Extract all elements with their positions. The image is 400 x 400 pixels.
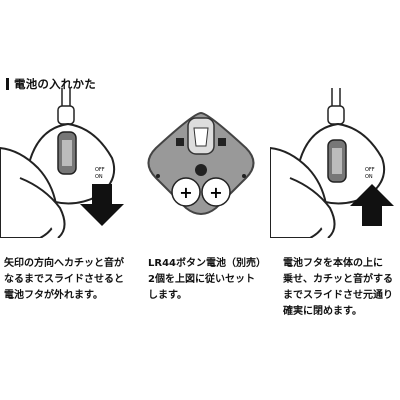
remove-lid-drawing: OFF ON [0, 88, 124, 238]
step-3-description: 電池フタを本体の上に 乗せ、カチッと音がする までスライドさせ元通り 確実に閉め… [283, 258, 393, 317]
hand-drawing-2 [270, 146, 328, 238]
up-arrow-icon [350, 184, 394, 226]
off-label-2: OFF [365, 167, 375, 173]
battery-insert-drawing: + + [147, 111, 255, 215]
battery-plus-left: + [179, 183, 192, 202]
strap-loop [57, 105, 75, 125]
off-label: OFF [95, 167, 105, 173]
battery-left [171, 177, 201, 207]
battery-right [201, 177, 231, 207]
down-arrow-icon [80, 184, 124, 226]
illustration-battery-insert: + + [136, 88, 266, 238]
heading-bar [6, 78, 9, 90]
illustration-remove-lid: OFF ON [0, 88, 130, 238]
illustration-close-lid: OFF ON [270, 88, 400, 238]
on-label: ON [95, 174, 103, 180]
close-lid-drawing: OFF ON [270, 88, 394, 238]
section-heading: 電池の入れかた [6, 76, 96, 92]
battery-plus-right: + [209, 183, 222, 202]
step-2-description: LR44ボタン電池（別売） 2個を上図に従いセット します。 [148, 258, 266, 301]
step-1-description: 矢印の方向へカチッと音が なるまでスライドさせると 電池フタが外れます。 [4, 258, 124, 301]
on-label-2: ON [365, 174, 373, 180]
hand-drawing [0, 146, 58, 238]
section-title: 電池の入れかた [14, 77, 96, 91]
